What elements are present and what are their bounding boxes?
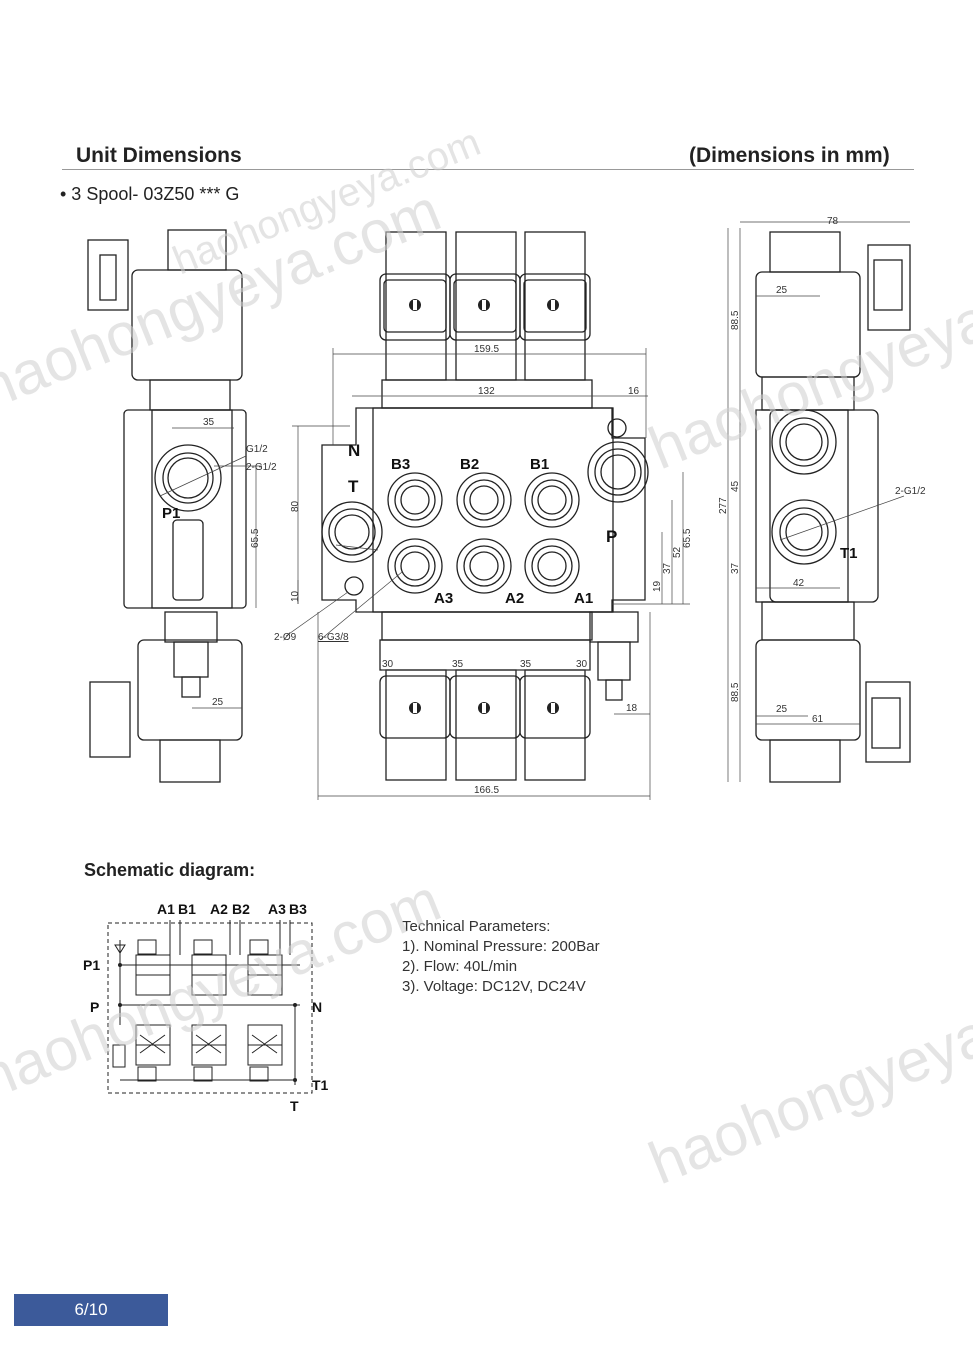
port-b3-label: B3 [391,456,410,473]
units-note: (Dimensions in mm) [689,144,890,167]
dim-front-19: 19 [652,580,663,592]
dim-right-78: 78 [827,216,839,227]
port-a2-label: A2 [505,590,524,607]
watermark-text: haohongyeya.com [640,951,973,1197]
hydraulic-schematic: A1 B1 A2 B2 A3 B3 P1 P N T1 T [83,901,329,1114]
dim-right-61: 61 [812,714,824,725]
port-p1-label: P1 [162,505,180,522]
dim-front-166-5: 166.5 [474,785,499,796]
dim-right-37: 37 [730,562,741,574]
schem-label-t: T [290,1098,299,1114]
dim-front-16: 16 [628,386,640,397]
dim-front-159-5: 159.5 [474,344,499,355]
schem-label-t1: T1 [312,1077,329,1093]
dim-left-35: 35 [203,417,215,428]
dim-front-37: 37 [662,562,673,574]
front-view [321,231,649,781]
schem-label-b3: B3 [289,901,307,917]
technical-parameters: Technical Parameters: 1). Nominal Pressu… [402,917,600,997]
port-t1-label: T1 [840,545,858,562]
schem-label-p: P [90,999,99,1015]
dim-front-30b: 30 [576,659,588,670]
dim-left-25: 25 [212,697,224,708]
right-side-view [755,231,911,783]
dim-right-42: 42 [793,578,805,589]
model-label: • 3 Spool- 03Z50 *** G [60,184,240,204]
dim-right-88-5-top: 88.5 [730,310,741,330]
param-voltage: 3). Voltage: DC12V, DC24V [402,978,586,995]
port-b1-label: B1 [530,456,549,473]
dim-right-25-bottom: 25 [776,704,788,715]
schem-label-a2: A2 [210,901,228,917]
port-a3-label: A3 [434,590,453,607]
dim-right-88-5-bottom: 88.5 [730,682,741,702]
dimension-drawing: 35 G1/2 2-G1/2 65.5 25 159.5 132 16 80 1… [87,216,926,800]
port-p-label: P [606,527,617,546]
dim-right-25-top: 25 [776,285,788,296]
schem-label-p1: P1 [83,957,100,973]
page-number: 6/10 [14,1294,168,1326]
dim-front-52: 52 [672,546,683,558]
schem-label-a3: A3 [268,901,286,917]
dim-left-65-5: 65.5 [250,528,261,548]
dim-front-6-g38: 6-G3/8 [318,632,349,643]
param-flow: 2). Flow: 40L/min [402,958,518,975]
section-title: Unit Dimensions [76,144,242,167]
dim-right-277: 277 [718,497,729,514]
port-b2-label: B2 [460,456,479,473]
dim-front-10: 10 [290,590,301,602]
dim-front-18: 18 [626,703,638,714]
schem-label-b1: B1 [178,901,196,917]
dim-front-35b: 35 [520,659,532,670]
dim-left-2g12: 2-G1/2 [246,462,277,473]
dim-right-2g12: 2-G1/2 [895,486,926,497]
params-heading: Technical Parameters: [402,918,551,935]
param-pressure: 1). Nominal Pressure: 200Bar [402,938,600,955]
left-side-view [87,229,247,783]
port-a1-label: A1 [574,590,593,607]
dim-right-45: 45 [730,480,741,492]
dim-front-35a: 35 [452,659,464,670]
schem-label-b2: B2 [232,901,250,917]
port-n-label: N [348,441,360,460]
dim-front-2-dia9: 2-Ø9 [274,632,297,643]
schem-label-a1: A1 [157,901,175,917]
dim-front-132: 132 [478,386,495,397]
dim-front-30a: 30 [382,659,394,670]
schem-label-n: N [312,999,322,1015]
dim-left-g12: G1/2 [246,444,268,455]
dim-front-65-5: 65.5 [682,528,693,548]
header-divider [62,169,914,170]
dim-front-80: 80 [290,500,301,512]
port-t-label: T [348,477,359,496]
schematic-title: Schematic diagram: [84,860,256,880]
